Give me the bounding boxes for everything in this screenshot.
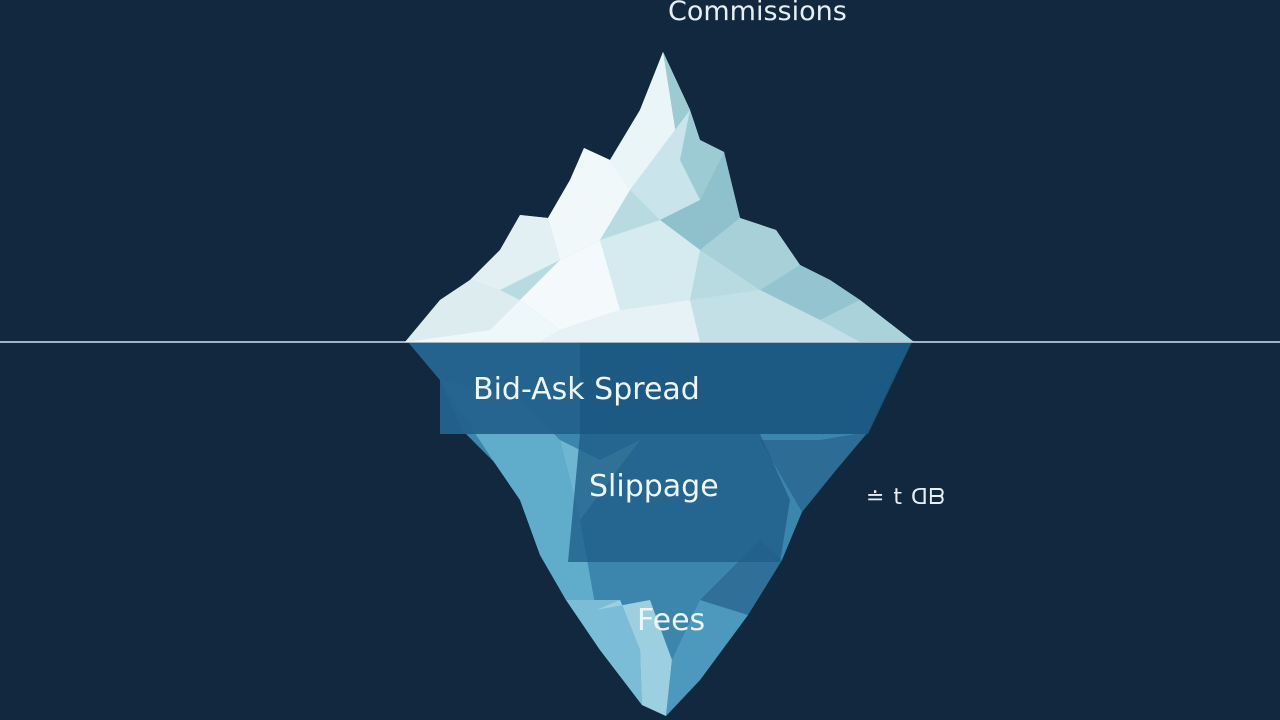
iceberg-tip	[405, 52, 914, 342]
underwater-facet	[666, 600, 748, 716]
tip-facet	[405, 300, 560, 342]
tip-facet	[660, 152, 740, 250]
tip-facet	[470, 215, 560, 290]
tip-facet	[820, 300, 914, 342]
tip-facet	[690, 290, 860, 342]
underwater-facet	[596, 600, 672, 716]
tip-facet	[548, 148, 630, 260]
tip-facet	[760, 265, 860, 320]
label-bid-ask-spread: Bid-Ask Spread	[473, 372, 700, 407]
label-fees: Fees	[637, 603, 706, 638]
tip-facet	[405, 280, 520, 342]
tip-facet	[600, 220, 700, 310]
tip-facet	[540, 300, 700, 342]
iceberg-underwater	[408, 342, 912, 716]
underwater-facet	[566, 600, 642, 705]
tip-facet	[663, 52, 724, 200]
tip-facet	[700, 218, 800, 290]
tip-facet	[520, 240, 620, 330]
underwater-facet	[440, 380, 596, 610]
layer-band-spread-facet	[408, 342, 580, 434]
label-slippage: Slippage	[589, 469, 719, 504]
underwater-facet	[760, 432, 868, 512]
label-commissions: Commissions	[668, 0, 847, 27]
layer-band-slippage	[568, 434, 790, 562]
side-mark: ≐ t ᗡᗷ	[866, 485, 946, 510]
tip-facet	[630, 110, 700, 220]
